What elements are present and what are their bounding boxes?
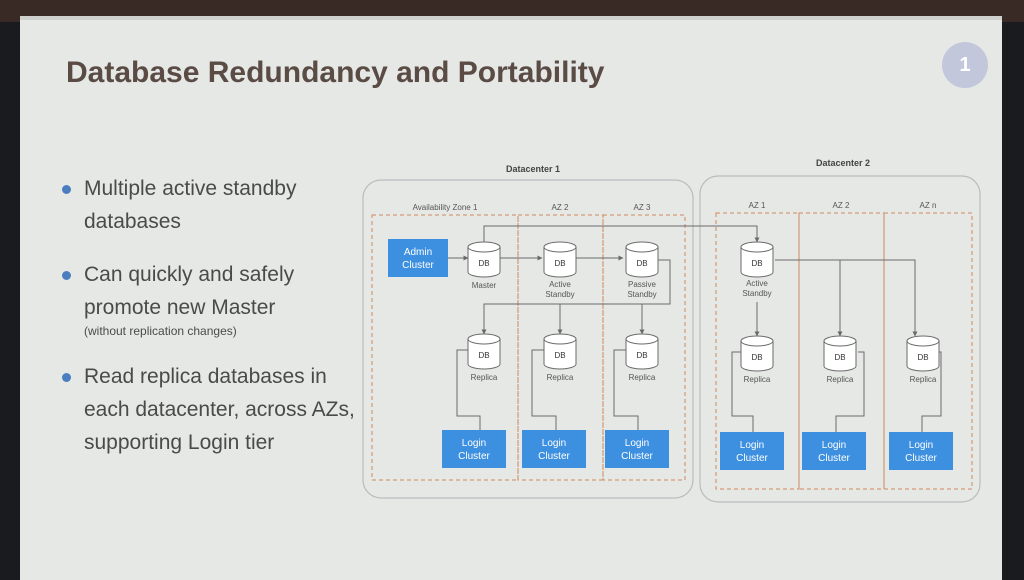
az-label: AZ n	[920, 201, 937, 210]
db-role-label: Standby	[545, 290, 574, 299]
login-cluster-label: Login	[909, 440, 933, 451]
login-cluster-label: Cluster	[736, 453, 768, 464]
datacenter-1-label: Datacenter 1	[506, 164, 560, 174]
bullet-text: Multiple active standby databases	[84, 177, 297, 233]
bullet-dot-icon	[62, 271, 71, 280]
admin-cluster-label: Cluster	[402, 260, 434, 271]
bullet-dot-icon	[62, 185, 71, 194]
page-number-badge: 1	[942, 42, 988, 88]
login-cluster-label: Cluster	[621, 451, 653, 462]
db-role-label: Standby	[627, 290, 656, 299]
db-role-label: Active	[746, 279, 768, 288]
db-role-label: Standby	[742, 289, 771, 298]
db-label: DB	[554, 259, 565, 268]
connector	[731, 351, 754, 432]
az-box	[883, 212, 973, 490]
replica-database-icon: DB	[467, 333, 501, 370]
admin-cluster-box	[388, 239, 448, 277]
replica-database-icon: DB	[625, 333, 659, 370]
db-label: DB	[636, 351, 647, 360]
az-label: Availability Zone 1	[413, 203, 478, 212]
login-cluster-label: Cluster	[538, 451, 570, 462]
db-label: DB	[917, 353, 928, 362]
db-label: DB	[834, 353, 845, 362]
db-label: DB	[751, 259, 762, 268]
db-label: DB	[636, 259, 647, 268]
bullet-text: Read replica databases in each datacente…	[84, 365, 355, 454]
replica-database-icon: DB	[906, 335, 940, 372]
architecture-diagram: Datacenter 1 Datacenter 2 Availability Z…	[362, 158, 981, 503]
database-icon: DB	[625, 241, 659, 278]
replica-label: Replica	[547, 373, 574, 382]
connector	[483, 225, 760, 243]
datacenter-1-box	[362, 179, 694, 499]
replica-label: Replica	[827, 375, 854, 384]
slide: Database Redundancy and Portability 1 Mu…	[20, 16, 1002, 580]
replica-database-icon: DB	[740, 335, 774, 372]
database-icon: DB	[467, 241, 501, 278]
login-cluster-label: Login	[462, 438, 486, 449]
slide-title: Database Redundancy and Portability	[66, 56, 605, 89]
az-label: AZ 1	[749, 201, 766, 210]
db-role-label: Passive	[628, 280, 657, 289]
admin-cluster-label: Admin	[404, 247, 432, 258]
az-label: AZ 2	[552, 203, 569, 212]
connector	[456, 349, 481, 430]
connector	[481, 259, 671, 335]
bullet-item: Multiple active standby databases	[62, 172, 362, 238]
connector	[775, 259, 918, 337]
datacenter-2-box	[699, 175, 981, 503]
database-icon: DB	[740, 241, 774, 278]
db-label: DB	[554, 351, 565, 360]
az-label: AZ 2	[833, 201, 850, 210]
db-role-label: Master	[472, 281, 497, 290]
replica-database-icon: DB	[543, 333, 577, 370]
bullet-text: Can quickly and safely promote new Maste…	[84, 263, 295, 319]
login-cluster-label: Cluster	[905, 453, 937, 464]
datacenter-2-label: Datacenter 2	[816, 158, 870, 168]
replica-label: Replica	[910, 375, 937, 384]
connector	[531, 349, 557, 430]
replica-database-icon: DB	[823, 335, 857, 372]
login-cluster-label: Login	[542, 438, 566, 449]
login-cluster-label: Login	[625, 438, 649, 449]
database-icon: DB	[543, 241, 577, 278]
bullet-dot-icon	[62, 373, 71, 382]
bullet-note: (without replication changes)	[84, 324, 237, 338]
connector	[835, 351, 865, 432]
connector	[613, 349, 639, 430]
db-label: DB	[751, 353, 762, 362]
az-box	[371, 214, 519, 481]
replica-label: Replica	[629, 373, 656, 382]
db-role-label: Active	[549, 280, 571, 289]
bullet-item: Read replica databases in each datacente…	[62, 360, 362, 459]
login-cluster-label: Login	[822, 440, 846, 451]
replica-label: Replica	[744, 375, 771, 384]
az-box	[602, 214, 686, 481]
db-label: DB	[478, 259, 489, 268]
az-label: AZ 3	[634, 203, 651, 212]
bullet-item: Can quickly and safely promote new Maste…	[62, 258, 362, 340]
db-label: DB	[478, 351, 489, 360]
login-cluster-label: Cluster	[458, 451, 490, 462]
login-cluster-label: Cluster	[818, 453, 850, 464]
replica-label: Replica	[471, 373, 498, 382]
login-cluster-label: Login	[740, 440, 764, 451]
bullet-list: Multiple active standby databases Can qu…	[62, 172, 362, 479]
az-box	[798, 212, 885, 490]
